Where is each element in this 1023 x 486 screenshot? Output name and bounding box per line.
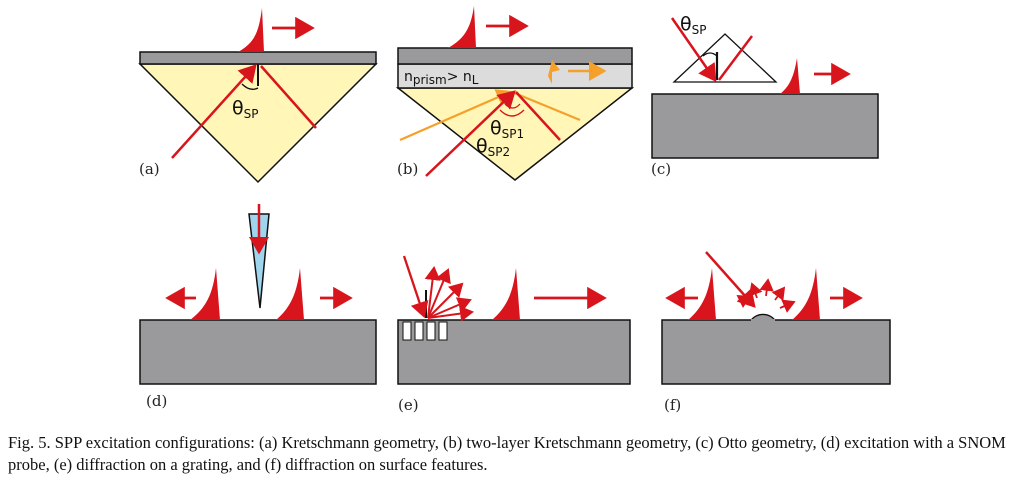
diffracted-beam <box>427 297 472 319</box>
incident-beam <box>670 17 717 83</box>
grating-slot <box>414 321 424 341</box>
feature-cover <box>751 319 775 322</box>
incident-beam-red <box>425 90 516 177</box>
spp-field-orange-tail <box>548 70 552 84</box>
panel-label-e: (e) <box>398 396 419 414</box>
svg-text:θSP1: θSP1 <box>490 117 524 141</box>
diffracted-beam <box>427 282 464 319</box>
svg-text:nprism> nL: nprism> nL <box>404 69 479 87</box>
theta2-sub: SP2 <box>488 145 511 159</box>
angle-arc-2 <box>499 109 525 117</box>
metal-film <box>397 47 633 65</box>
angle-arc <box>241 83 259 90</box>
spp-field-left <box>190 268 220 320</box>
panel-label-a: (a) <box>139 160 160 178</box>
greater-than-nl: > n <box>447 69 472 85</box>
spp-field-right <box>276 268 304 320</box>
scattered-ray <box>779 299 796 313</box>
panel-label-c: (c) <box>651 160 671 178</box>
scattered-ray <box>759 278 774 297</box>
scattered-ray <box>748 282 763 299</box>
spp-field <box>780 58 800 94</box>
spp-field-right <box>792 268 820 320</box>
spp-field <box>238 8 264 52</box>
metal-block <box>139 319 377 385</box>
diffracted-beam <box>424 266 441 319</box>
scattered-ray <box>771 286 786 301</box>
spp-field-left <box>688 268 716 320</box>
svg-text:θSP: θSP <box>232 97 258 121</box>
reflected-beam-orange <box>511 90 581 122</box>
theta1-sub: SP1 <box>502 127 525 141</box>
reflected-beam <box>260 65 317 129</box>
metal-block <box>397 319 631 385</box>
metal-block <box>661 319 891 385</box>
n-prism-sub: prism <box>413 73 447 87</box>
panel-b: nprism> nL θSP1 θSP2 (b) <box>395 6 635 181</box>
angle-arc-1 <box>504 103 521 109</box>
theta-symbol: θ <box>680 13 692 35</box>
theta-sub: SP <box>692 23 707 37</box>
theta1-symbol: θ <box>490 117 502 139</box>
figure-caption: Fig. 5. SPP excitation configurations: (… <box>8 433 1006 474</box>
panel-label-f: (f) <box>664 396 681 414</box>
spp-field-red <box>448 6 476 48</box>
panel-e: (e) <box>397 255 631 414</box>
incident-beam-orange <box>399 89 513 142</box>
panel-f: (f) <box>661 251 891 414</box>
grating-slot <box>426 321 436 341</box>
panel-c: θSP (c) <box>651 13 879 178</box>
scattered-ray <box>736 295 751 308</box>
spp-field <box>492 268 520 320</box>
n-prism: n <box>404 69 413 85</box>
angle-arc <box>702 52 718 57</box>
grating-slot <box>402 321 412 341</box>
diffracted-beam <box>427 268 451 319</box>
metal-film <box>139 51 377 65</box>
svg-text:θSP2: θSP2 <box>476 135 510 159</box>
panel-label-b: (b) <box>397 160 418 178</box>
n-l-sub: L <box>472 73 479 87</box>
incident-beam <box>402 255 429 319</box>
diffracted-beam <box>427 305 474 322</box>
panel-label-d: (d) <box>146 392 167 410</box>
theta-symbol: θ <box>232 97 244 119</box>
svg-text:θSP: θSP <box>680 13 706 37</box>
incident-beam <box>171 64 257 159</box>
panel-d: (d) <box>139 204 377 410</box>
panel-a: θSP (a) <box>138 8 378 184</box>
reflected-beam <box>718 35 753 81</box>
theta-sub: SP <box>244 107 259 121</box>
metal-block <box>651 93 879 159</box>
reflected-beam-red <box>515 91 561 141</box>
grating-slot <box>438 321 448 341</box>
theta2-symbol: θ <box>476 135 488 157</box>
